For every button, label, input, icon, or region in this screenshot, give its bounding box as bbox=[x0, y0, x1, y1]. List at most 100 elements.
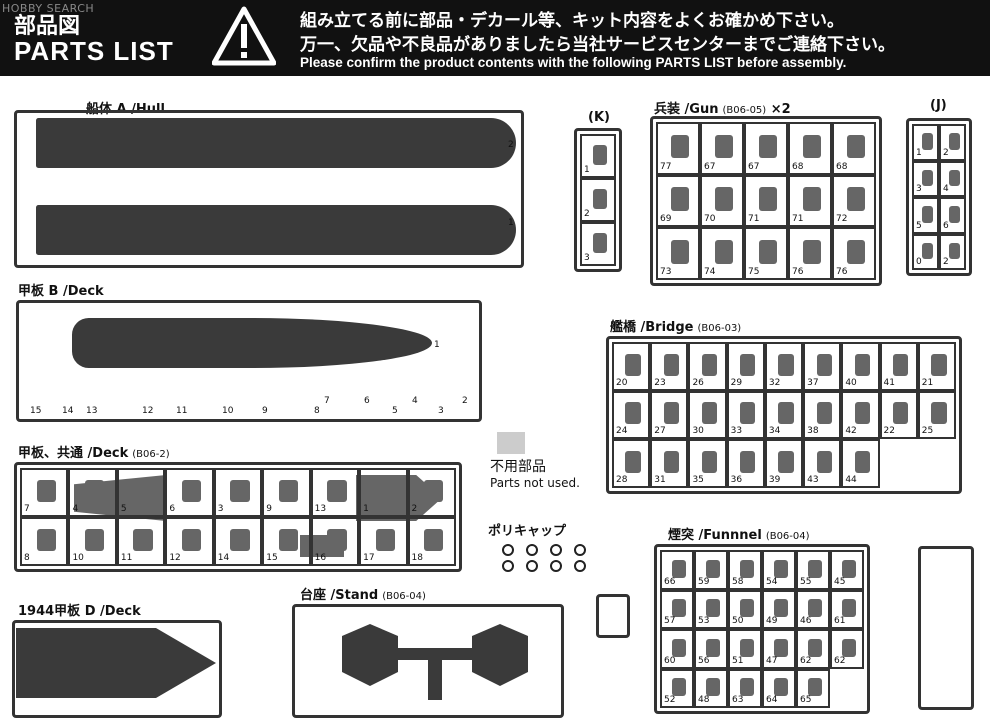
bridge-cell: 32 bbox=[764, 342, 804, 391]
deck_common-part bbox=[375, 479, 396, 502]
warning-text-jp-1: 組み立てる前に部品・デカール等、キット内容をよくお確かめ下さい。 bbox=[300, 11, 844, 31]
bridge-num: 36 bbox=[730, 474, 743, 485]
bridge-num: 30 bbox=[692, 426, 704, 437]
funnel-title: 煙突 /Funnnel(B06-04) bbox=[668, 524, 810, 543]
funnel-num: 58 bbox=[732, 576, 744, 587]
deck-common-code: (B06-2) bbox=[132, 449, 170, 460]
funnel-part-66-frame bbox=[596, 594, 630, 638]
gun-part bbox=[759, 239, 777, 264]
stand-title-text: 台座 /Stand bbox=[300, 588, 379, 603]
stand-title: 台座 /Stand(B06-04) bbox=[300, 584, 426, 603]
gun-part bbox=[671, 239, 689, 264]
warning-text-jp-2: 万一、欠品や不良品がありましたら当社サービスセンターまでご連絡下さい。 bbox=[300, 35, 895, 55]
gun-qty: ×2 bbox=[770, 102, 791, 117]
warning-text-en: Please confirm the product contents with… bbox=[300, 55, 847, 70]
sprue_j-cell: 2 bbox=[939, 124, 966, 161]
bridge-cell: 30 bbox=[688, 390, 727, 440]
bridge-cell: 28 bbox=[612, 439, 651, 488]
deck_common-part bbox=[327, 479, 347, 502]
bridge-part bbox=[816, 353, 832, 376]
sprue_k-num: 2 bbox=[584, 209, 590, 219]
gun-num: 76 bbox=[836, 266, 848, 277]
deck_common-part bbox=[133, 528, 153, 551]
funnel-cell: 53 bbox=[694, 589, 728, 629]
bridge-cell: 35 bbox=[688, 439, 727, 488]
funnel-sprue bbox=[654, 544, 870, 714]
watermark: HOBBY SEARCH bbox=[2, 2, 95, 15]
sprue_k-part bbox=[592, 232, 608, 253]
bridge-num: 29 bbox=[730, 377, 743, 388]
gun-part bbox=[715, 134, 733, 159]
bridge-cell: 20 bbox=[612, 342, 651, 391]
funnel-num: 65 bbox=[800, 695, 812, 705]
deck_common-cell: 13 bbox=[310, 468, 360, 517]
deck_common-cell: 17 bbox=[359, 517, 408, 566]
deck_common-cell: 9 bbox=[262, 468, 311, 517]
bridge-num: 20 bbox=[616, 377, 628, 388]
funnel-code: (B06-04) bbox=[765, 531, 810, 542]
gun-num: 75 bbox=[748, 266, 760, 277]
gun-cell: 70 bbox=[700, 174, 744, 228]
funnel-cell: 62 bbox=[830, 629, 864, 669]
sprue_j-num: 2 bbox=[943, 257, 949, 267]
funnel-num: 53 bbox=[698, 616, 710, 626]
deck-b-num: 7 bbox=[324, 396, 330, 406]
bridge-num: 33 bbox=[730, 426, 743, 437]
funnel-part bbox=[808, 638, 822, 657]
sprue_k-part bbox=[592, 144, 608, 165]
sprue_j-part bbox=[922, 133, 933, 150]
funnel-num: 49 bbox=[766, 616, 778, 626]
gun-title: 兵装 /Gun(B06-05) ×2 bbox=[654, 98, 791, 117]
funnel-part bbox=[672, 678, 686, 697]
gun-part bbox=[671, 134, 689, 159]
gun-part bbox=[847, 239, 865, 264]
deck_common-cell: 3 bbox=[213, 468, 263, 517]
bridge-part bbox=[740, 451, 756, 473]
deck-b-num: 10 bbox=[222, 406, 234, 416]
deck_common-part bbox=[36, 479, 56, 502]
bridge-num: 26 bbox=[692, 377, 704, 388]
sprue-k bbox=[574, 128, 622, 272]
funnel-cell: 52 bbox=[660, 668, 694, 708]
deck_common-cell: 5 bbox=[116, 468, 166, 517]
hull-sprue bbox=[14, 110, 524, 268]
bridge-sprue bbox=[606, 336, 962, 494]
deck_common-cell: 7 bbox=[20, 468, 69, 517]
bridge-cell: 38 bbox=[803, 390, 842, 440]
deck-b-num: 12 bbox=[142, 406, 154, 416]
deck-b-num: 8 bbox=[314, 406, 320, 416]
bridge-part bbox=[854, 353, 871, 376]
deck_common-num: 1 bbox=[363, 504, 369, 514]
bridge-cell: 37 bbox=[803, 342, 842, 391]
deck_common-part bbox=[133, 479, 153, 502]
deck-b-num: 14 bbox=[62, 406, 74, 416]
funnel-num: 54 bbox=[766, 576, 778, 587]
deck-b-num: 13 bbox=[86, 406, 98, 416]
funnel-cell: 65 bbox=[796, 668, 830, 708]
deck_common-part bbox=[278, 479, 299, 502]
deck_common-part bbox=[375, 528, 396, 551]
warning-triangle-icon bbox=[212, 6, 276, 66]
bridge-cell: 34 bbox=[764, 390, 804, 440]
deck_common-num: 18 bbox=[411, 553, 423, 563]
gun-part bbox=[715, 187, 733, 211]
bridge-num: 39 bbox=[768, 474, 781, 485]
funnel-cell: 59 bbox=[694, 550, 728, 590]
bridge-part bbox=[931, 402, 947, 425]
bridge-cell: 33 bbox=[726, 390, 765, 440]
bridge-num: 28 bbox=[616, 474, 628, 485]
gun-cell: 75 bbox=[744, 227, 788, 280]
funnel-part bbox=[774, 599, 788, 618]
sprue_j-num: 0 bbox=[916, 257, 922, 267]
gun-cell: 73 bbox=[656, 227, 700, 280]
sprue_j-part bbox=[949, 133, 960, 150]
deck_common-num: 15 bbox=[266, 553, 278, 563]
funnel-cell: 54 bbox=[762, 550, 796, 590]
funnel-cell: 66 bbox=[660, 550, 694, 590]
deck-common-title-text: 甲板、共通 /Deck bbox=[18, 446, 129, 461]
funnel-cell: 55 bbox=[796, 550, 830, 590]
sprue_k-num: 3 bbox=[584, 253, 590, 263]
sprue_j-part bbox=[949, 242, 960, 260]
bridge-cell: 23 bbox=[650, 342, 689, 391]
funnel-num: 50 bbox=[732, 616, 744, 626]
